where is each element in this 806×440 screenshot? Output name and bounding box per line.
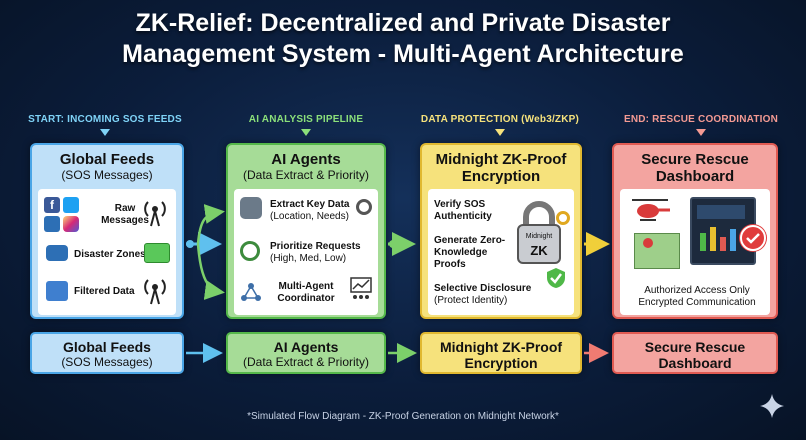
title-line-1: ZK-Relief: Decentralized and Private Dis… bbox=[135, 9, 671, 37]
title-line-2: Management System - Multi-Agent Architec… bbox=[122, 40, 684, 68]
feeds-subtitle: (SOS Messages) bbox=[61, 168, 153, 182]
search-gear-icon bbox=[240, 241, 260, 261]
bottom-rescue-subtitle: Dashboard bbox=[658, 355, 732, 371]
arrow-branch-up bbox=[196, 204, 225, 245]
chat-icon bbox=[44, 216, 60, 232]
feeds-title: Global Feeds bbox=[59, 151, 155, 168]
dashboard-screen-icon bbox=[690, 197, 756, 265]
robot-icon bbox=[240, 197, 262, 219]
message-icon bbox=[144, 243, 170, 263]
bottom-agents-subtitle: (Data Extract & Priority) bbox=[242, 355, 370, 369]
header-ai: AI ANALYSIS PIPELINE bbox=[226, 114, 386, 136]
bottom-rescue-title: Secure Rescue bbox=[644, 339, 746, 355]
instagram-icon bbox=[63, 216, 79, 232]
shield-check-icon bbox=[546, 267, 566, 289]
header-start: START: INCOMING SOS FEEDS bbox=[16, 114, 194, 136]
document-icon bbox=[46, 281, 68, 301]
bottom-feeds-subtitle: (SOS Messages) bbox=[61, 355, 153, 369]
bottom-zk-title: Midnight ZK-Proof bbox=[439, 339, 563, 355]
network-icon bbox=[240, 281, 262, 303]
selective-disclosure-label: Selective Disclosure(Protect Identity) bbox=[434, 283, 532, 306]
filtered-data-label: Filtered Data bbox=[74, 286, 135, 297]
speech-bubble-icon bbox=[46, 245, 68, 261]
extract-key-data-label: Extract Key Data(Location, Needs) bbox=[270, 199, 350, 222]
bottom-zk-subtitle: Encryption bbox=[464, 355, 538, 371]
rescue-line-2: Encrypted Communication bbox=[638, 297, 756, 308]
twitter-icon bbox=[63, 197, 79, 213]
footer-note: *Simulated Flow Diagram - ZK-Proof Gener… bbox=[247, 411, 559, 422]
gear-icon bbox=[356, 199, 372, 215]
bottom-zk: Midnight ZK-Proof Encryption bbox=[420, 332, 582, 374]
zk-subtitle: Encryption bbox=[461, 168, 541, 185]
key-icon bbox=[556, 211, 570, 225]
padlock-icon: Midnight ZK bbox=[516, 199, 562, 265]
signal-icon bbox=[142, 199, 168, 227]
header-end: END: RESCUE COORDINATION bbox=[612, 114, 790, 136]
rescue-title: Secure Rescue bbox=[641, 151, 749, 168]
coordinator-label: Multi-Agent Coordinator bbox=[277, 281, 335, 304]
page-title: ZK-Relief: Decentralized and Private Dis… bbox=[0, 8, 806, 70]
bottom-feeds-title: Global Feeds bbox=[63, 339, 151, 355]
zk-box: Midnight ZK-Proof Encryption Verify SOS … bbox=[420, 143, 582, 319]
agents-title: AI Agents bbox=[271, 151, 341, 168]
checkmark-icon bbox=[740, 225, 766, 251]
rescue-line-1: Authorized Access Only bbox=[644, 285, 750, 296]
verify-sos-label: Verify SOS Authenticity bbox=[434, 199, 492, 222]
bottom-feeds: Global Feeds (SOS Messages) bbox=[30, 332, 184, 374]
helicopter-icon bbox=[628, 197, 672, 223]
social-media-icons: f bbox=[44, 197, 80, 233]
chart-icon bbox=[350, 277, 372, 301]
facebook-icon: f bbox=[44, 197, 60, 213]
agents-box: AI Agents (Data Extract & Priority) Extr… bbox=[226, 143, 386, 319]
antenna-icon bbox=[142, 277, 168, 305]
map-pin-icon bbox=[643, 238, 653, 248]
rescue-box: Secure Rescue Dashboard Authorized Acces… bbox=[612, 143, 778, 319]
lock-label-2: ZK bbox=[530, 243, 548, 258]
raw-messages-label: Raw Messages bbox=[101, 203, 149, 226]
disaster-zones-label: Disaster Zones bbox=[74, 249, 146, 260]
feeds-box: Global Feeds (SOS Messages) f Raw Messag… bbox=[30, 143, 184, 319]
bottom-agents: AI Agents (Data Extract & Priority) bbox=[226, 332, 386, 374]
rescue-subtitle: Dashboard bbox=[655, 168, 735, 185]
prioritize-requests-label: Prioritize Requests(High, Med, Low) bbox=[270, 241, 361, 264]
header-data: DATA PROTECTION (Web3/ZKP) bbox=[410, 114, 590, 136]
generate-proofs-label: Generate Zero-Knowledge Proofs bbox=[434, 235, 506, 270]
map-icon bbox=[634, 233, 680, 269]
bottom-agents-title: AI Agents bbox=[273, 339, 339, 355]
bottom-rescue: Secure Rescue Dashboard bbox=[612, 332, 778, 374]
agents-subtitle: (Data Extract & Priority) bbox=[242, 168, 370, 182]
lock-label-1: Midnight bbox=[525, 233, 553, 240]
arrow-branch-down bbox=[196, 243, 225, 300]
zk-title: Midnight ZK-Proof bbox=[435, 151, 567, 168]
